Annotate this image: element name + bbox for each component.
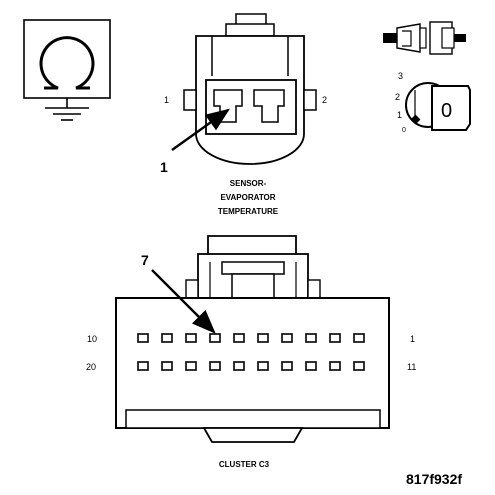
sensor-connector: 1 2 1 SENSOR- EVAPORATOR TEMPERATURE (160, 13, 327, 216)
pin-cavity (305, 361, 317, 371)
pin-cavity (353, 333, 365, 343)
pin-cavity (281, 333, 293, 343)
pin-row-bottom (137, 361, 365, 371)
pin-cavity (137, 333, 149, 343)
pin-cavity (329, 361, 341, 371)
ohm-ground-icon (23, 19, 111, 121)
pin-cavity (233, 361, 245, 371)
connector-key-icon (383, 21, 466, 55)
pin-row-top (137, 333, 365, 343)
ignition-switch-icon: 3 2 1 0 0 (395, 71, 471, 134)
pin-cavity (233, 333, 245, 343)
cluster-row2-left-label: 20 (86, 362, 96, 372)
pin-cavity (209, 333, 221, 343)
pin-cavity (305, 333, 317, 343)
pin-cavity (209, 361, 221, 371)
sensor-pin-1-label: 1 (164, 95, 169, 105)
cluster-callout-arrow (151, 269, 216, 334)
cluster-callout-number: 7 (141, 252, 149, 268)
pin-cavity (161, 361, 173, 371)
pin-cavity (257, 333, 269, 343)
cluster-row2-right-label: 11 (407, 362, 416, 372)
ignition-pos-0: 0 (402, 127, 406, 134)
reference-id: 817f932f (406, 471, 462, 487)
ignition-pos-2: 2 (395, 92, 400, 102)
cluster-connector: 10 1 20 11 7 CLUSTER C3 (86, 235, 416, 469)
ignition-pos-1: 1 (397, 110, 402, 120)
pin-cavity (185, 333, 197, 343)
ignition-key-label: 0 (441, 100, 452, 122)
sensor-callout-arrow (171, 108, 230, 151)
cluster-row1-right-label: 1 (410, 334, 415, 344)
pin-cavity (353, 361, 365, 371)
cluster-row1-left-label: 10 (87, 334, 97, 344)
sensor-title-line-3: TEMPERATURE (218, 207, 279, 216)
sensor-title-line-2: EVAPORATOR (220, 193, 275, 202)
pin-cavity (257, 361, 269, 371)
sensor-callout-number: 1 (160, 159, 168, 175)
sensor-title-line-1: SENSOR- (230, 179, 267, 188)
pin-cavity (329, 333, 341, 343)
pin-cavity (185, 361, 197, 371)
pin-cavity (161, 333, 173, 343)
ignition-pos-3: 3 (398, 71, 403, 81)
cluster-title: CLUSTER C3 (219, 460, 270, 469)
pin-cavity (281, 361, 293, 371)
sensor-pin-2-label: 2 (322, 95, 327, 105)
pin-cavity (137, 361, 149, 371)
